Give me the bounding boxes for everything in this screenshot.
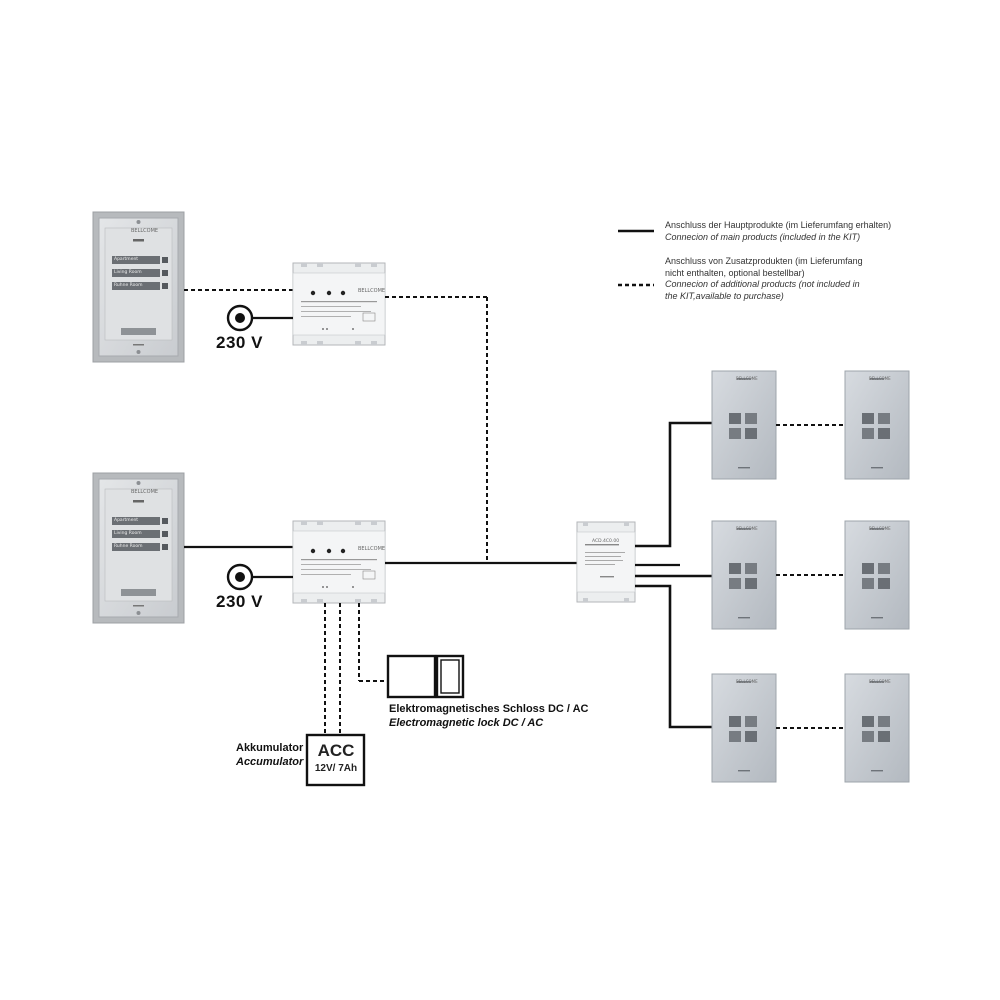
power-supply-top-brand: BELLCOME — [358, 288, 386, 294]
accumulator-label-en: Accumulator — [236, 756, 304, 768]
door-station-bottom-btn-3: Ruhne Room — [114, 544, 143, 549]
monitor-r3-c1 — [711, 673, 777, 783]
electromagnetic-lock-icon — [386, 654, 465, 699]
monitor-r1-c2-brand: BELLCOME — [869, 376, 891, 381]
legend-solid-de: Anschluss der Hauptprodukte (im Lieferum… — [665, 220, 892, 230]
lock-label-en: Electromagnetic lock DC / AC — [389, 717, 544, 729]
legend-dashed-de-1: Anschluss von Zusatzprodukten (im Liefer… — [665, 256, 863, 266]
power-supply-bottom-brand: BELLCOME — [358, 546, 386, 552]
door-station-top-btn-2: Living Room — [114, 270, 142, 275]
door-station-top-btn-3: Ruhne Room — [114, 283, 143, 288]
accumulator-title: ACC — [317, 741, 355, 760]
power-label-bottom: 230 V — [216, 592, 263, 611]
door-station-top-btn-1: Apartment — [114, 257, 139, 262]
monitor-r1-c1 — [711, 370, 777, 480]
monitor-r2-c2 — [844, 520, 910, 630]
power-supply-bottom — [292, 520, 386, 604]
door-station-top-brand: BELLCOME — [131, 228, 159, 234]
power-label-top: 230 V — [216, 333, 263, 352]
monitor-r1-c2 — [844, 370, 910, 480]
video-distributor — [576, 521, 636, 603]
lock-label-de: Elektromagnetisches Schloss DC / AC — [389, 703, 589, 715]
wire-dist-to-row3 — [635, 584, 712, 729]
distributor-model: ACD.4C0.00 — [592, 539, 620, 544]
monitor-r3-c2-brand: BELLCOME — [869, 679, 891, 684]
legend-dashed: Anschluss von Zusatzprodukten (im Liefer… — [665, 256, 863, 302]
monitor-r2-c1 — [711, 520, 777, 630]
door-station-bottom-btn-2: Living Room — [114, 531, 142, 536]
legend-dashed-en-2: the KIT,available to purchase) — [665, 290, 784, 301]
accumulator-spec: 12V/ 7Ah — [314, 763, 358, 774]
door-station-bottom-btn-1: Apartment — [114, 518, 139, 523]
accumulator-box — [305, 733, 366, 787]
monitor-r1-c1-brand: BELLCOME — [736, 376, 758, 381]
power-supply-top — [292, 262, 386, 346]
wire-dist-to-row1 — [635, 421, 712, 548]
legend-solid-en: Connecion of main products (included in … — [665, 231, 861, 242]
door-station-bottom-brand: BELLCOME — [131, 489, 159, 495]
accumulator-label-de: Akkumulator — [236, 742, 304, 754]
legend-dashed-de-2: nicht enthalten, optional bestellbar) — [665, 267, 805, 278]
monitor-r2-c2-brand: BELLCOME — [869, 526, 891, 531]
legend-solid: Anschluss der Hauptprodukte (im Lieferum… — [665, 220, 891, 243]
monitor-r3-c1-brand: BELLCOME — [736, 679, 758, 684]
monitor-r3-c2 — [844, 673, 910, 783]
monitor-r2-c1-brand: BELLCOME — [736, 526, 758, 531]
legend-dashed-en-1: Connecion of additional products (not in… — [665, 279, 860, 289]
